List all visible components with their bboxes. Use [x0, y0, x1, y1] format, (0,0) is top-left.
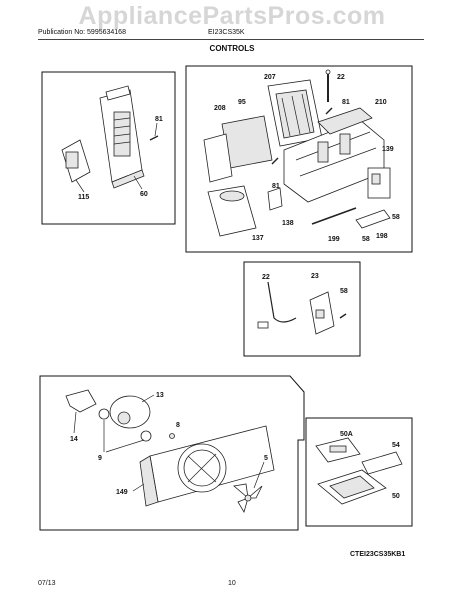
part-54-lens	[361, 451, 403, 475]
part-60-housing	[99, 85, 145, 189]
part-138-bracket	[267, 187, 283, 211]
label-9: 9	[98, 455, 102, 462]
part-207-frame	[267, 79, 323, 147]
header-rule	[38, 39, 424, 40]
panel-light-assembly	[305, 417, 413, 527]
panel-fan-assembly	[39, 375, 305, 531]
label-23: 23	[311, 273, 319, 280]
watermark: AppliancePartsPros.com	[78, 2, 386, 30]
part-58-screw-c	[339, 313, 347, 319]
label-81-c: 81	[272, 183, 280, 190]
label-198: 198	[376, 233, 388, 240]
part-50A-housing	[315, 437, 361, 463]
label-13: 13	[156, 392, 164, 399]
panel-control-housing	[41, 71, 176, 225]
label-138: 138	[282, 220, 294, 227]
label-22-b: 22	[262, 274, 270, 281]
label-81-a: 81	[155, 116, 163, 123]
label-58-a: 58	[392, 214, 400, 221]
part-50-tray	[317, 469, 387, 505]
part-5-fan-blade	[233, 483, 263, 513]
label-5: 5	[264, 455, 268, 462]
part-22-sensor-a	[325, 69, 331, 102]
section-title: CONTROLS	[209, 44, 255, 53]
part-149-shroud	[139, 425, 275, 507]
panel-sensor	[243, 261, 361, 357]
part-13-fan-housing	[109, 395, 151, 429]
part-8-clip	[169, 433, 175, 439]
part-137-motor	[207, 185, 257, 237]
label-199: 199	[328, 236, 340, 243]
label-207: 207	[264, 74, 276, 81]
label-50: 50	[392, 493, 400, 500]
page-number: 10	[228, 580, 236, 587]
label-95: 95	[238, 99, 246, 106]
label-149: 149	[116, 489, 128, 496]
model-number: EI23CS35K	[208, 29, 245, 36]
part-199-rod	[311, 207, 357, 225]
diagram-code: CTEI23CS35KB1	[350, 551, 406, 558]
part-14-bracket	[65, 389, 97, 413]
publication-number: Publication No: 5995634168	[38, 29, 126, 36]
footer-date: 07/13	[38, 580, 56, 587]
part-139-control	[367, 167, 391, 199]
label-60: 60	[140, 191, 148, 198]
label-22-a: 22	[337, 74, 345, 81]
part-115-knob	[61, 139, 91, 183]
label-210: 210	[375, 99, 387, 106]
label-115: 115	[78, 194, 89, 201]
part-210-housing	[283, 107, 385, 203]
label-14: 14	[70, 436, 78, 443]
label-8: 8	[176, 422, 180, 429]
panel-control-assembly	[185, 65, 413, 253]
label-139: 139	[382, 146, 394, 153]
part-208-cover	[203, 133, 233, 183]
label-50A: 50A	[340, 431, 353, 438]
label-81-b: 81	[342, 99, 350, 106]
part-81-screw-b	[271, 107, 333, 165]
part-81-screw-a	[149, 135, 159, 141]
part-22-sensor-b	[257, 281, 297, 329]
label-54: 54	[392, 442, 400, 449]
part-198-plate	[355, 209, 391, 229]
part-9-washers	[98, 408, 152, 442]
label-137: 137	[252, 235, 264, 242]
label-58-c: 58	[340, 288, 348, 295]
label-208: 208	[214, 105, 226, 112]
label-58-b: 58	[362, 236, 370, 243]
part-23-bracket	[309, 291, 335, 335]
